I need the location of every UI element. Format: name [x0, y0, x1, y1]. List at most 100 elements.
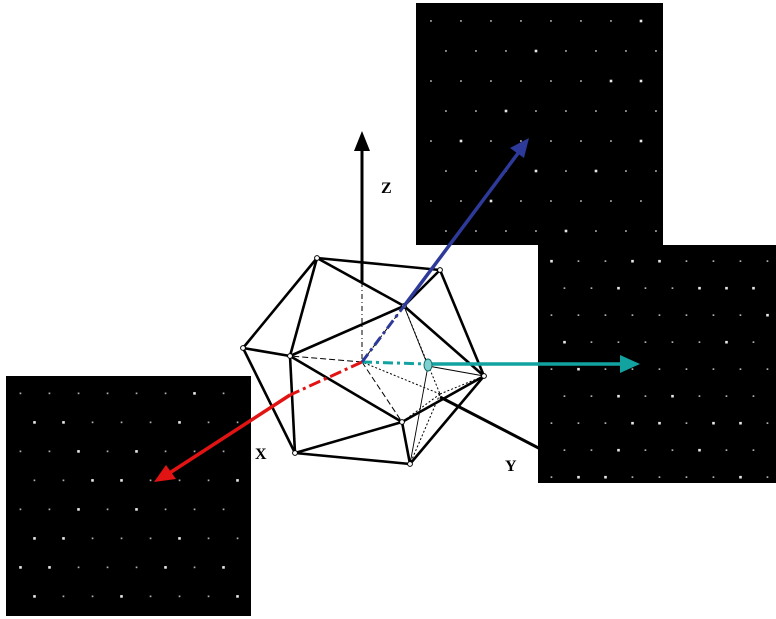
icosahedron-vertex: [292, 450, 298, 456]
diffraction-spot: [752, 286, 755, 290]
diffraction-spot: [106, 566, 109, 569]
diffraction-spot: [222, 392, 225, 395]
diffraction-spot: [655, 170, 657, 172]
diagonal-arrow-hidden: [360, 305, 406, 363]
diffraction-spot: [178, 595, 181, 598]
diagonal-arrow-head: [510, 138, 529, 158]
diffraction-spot: [766, 368, 769, 370]
diffraction-spot: [766, 422, 769, 424]
diffraction-spot: [610, 200, 612, 202]
icosahedron-vertex: [399, 419, 405, 425]
diffraction-spot: [207, 595, 210, 598]
diffraction-spot: [236, 479, 239, 482]
z-axis: Z: [354, 131, 392, 362]
y-axis-line: [439, 395, 553, 457]
diffraction-spot: [106, 450, 109, 453]
diffraction-spot: [595, 50, 597, 52]
x-arrow-hidden: [289, 360, 363, 397]
diffraction-spot: [604, 314, 607, 316]
diffraction-spot: [766, 260, 769, 262]
icosahedron-hidden-edges: [289, 305, 485, 465]
diffraction-spot: [236, 595, 239, 598]
diffraction-spot: [207, 537, 210, 540]
panel-top: [416, 3, 663, 245]
diffraction-spot: [534, 169, 538, 173]
diffraction-spot: [698, 448, 701, 452]
diffraction-spot: [535, 230, 537, 232]
icosahedron-vertex: [240, 345, 246, 351]
diffraction-spot: [766, 313, 769, 317]
diffraction-spot: [590, 449, 593, 451]
diffraction-spot: [120, 537, 123, 540]
diffraction-spot: [725, 340, 728, 344]
diffraction-spot: [520, 80, 522, 82]
diffraction-spot: [671, 449, 674, 451]
diffraction-spot: [193, 450, 196, 453]
diffraction-spot: [752, 395, 755, 397]
diffraction-spot: [639, 79, 643, 83]
diffraction-spot: [430, 80, 432, 82]
diffraction-spot: [698, 286, 701, 290]
diffraction-spot: [685, 260, 688, 262]
diffraction-spot: [550, 80, 552, 82]
diffraction-spot: [658, 259, 661, 263]
diffraction-spot: [725, 449, 728, 451]
diffraction-spot: [193, 392, 196, 395]
diffraction-spot: [19, 392, 22, 395]
x-arrow-line: [167, 393, 291, 476]
diffraction-spot: [91, 595, 94, 598]
diffraction-spot: [739, 475, 742, 479]
diffraction-spot: [595, 230, 597, 232]
diffraction-spot: [164, 392, 167, 395]
diffraction-spot: [475, 110, 477, 112]
diffraction-spot: [640, 200, 642, 202]
diffraction-spot: [504, 109, 508, 113]
diffraction-spot: [625, 50, 627, 52]
diffraction-spot: [617, 286, 620, 290]
diffraction-spot: [193, 566, 196, 569]
diffraction-spot: [62, 595, 65, 598]
diffraction-spot: [644, 341, 647, 343]
diffraction-spot: [459, 139, 463, 143]
diffraction-spot: [655, 50, 657, 52]
diffraction-spot: [106, 392, 109, 395]
icosahedron-vertex: [407, 461, 413, 467]
diffraction-spot: [594, 169, 598, 173]
diffraction-spot: [19, 450, 22, 453]
diffraction-spot: [577, 422, 580, 424]
diffraction-spot: [164, 508, 167, 511]
diffraction-spot: [655, 110, 657, 112]
diffraction-spot: [222, 508, 225, 511]
diffraction-spot: [520, 20, 522, 22]
diffraction-spot: [752, 341, 755, 343]
diffraction-spot: [550, 200, 552, 202]
diffraction-spot: [120, 595, 123, 598]
panel-left-background: [6, 376, 251, 616]
diffraction-spot: [91, 479, 94, 482]
diffraction-spot: [712, 314, 715, 316]
panel-right-spots: [550, 259, 769, 479]
diffraction-spot: [120, 421, 123, 424]
diffraction-spot: [48, 508, 51, 511]
diffraction-spot: [739, 260, 742, 262]
diffraction-spot: [604, 475, 607, 479]
diffraction-spot: [149, 479, 152, 482]
y-arrow: [361, 355, 640, 373]
diffraction-spot: [739, 368, 742, 370]
diffraction-spot: [222, 450, 225, 453]
diffraction-spot: [712, 421, 715, 425]
diffraction-spot: [631, 259, 634, 263]
diffraction-spot: [475, 170, 477, 172]
diffraction-spot: [639, 139, 643, 143]
diffraction-spot: [62, 537, 65, 540]
diffraction-spot: [644, 449, 647, 451]
diffraction-spot: [590, 341, 593, 343]
diffraction-spot: [445, 110, 447, 112]
diffraction-spot: [490, 140, 492, 142]
x-axis-label: X: [255, 446, 267, 463]
diffraction-spot: [445, 170, 447, 172]
diffraction-spot: [712, 368, 715, 370]
z-axis-arrowhead: [354, 131, 370, 151]
diffraction-spot: [120, 479, 123, 482]
diffraction-spot: [631, 368, 634, 370]
